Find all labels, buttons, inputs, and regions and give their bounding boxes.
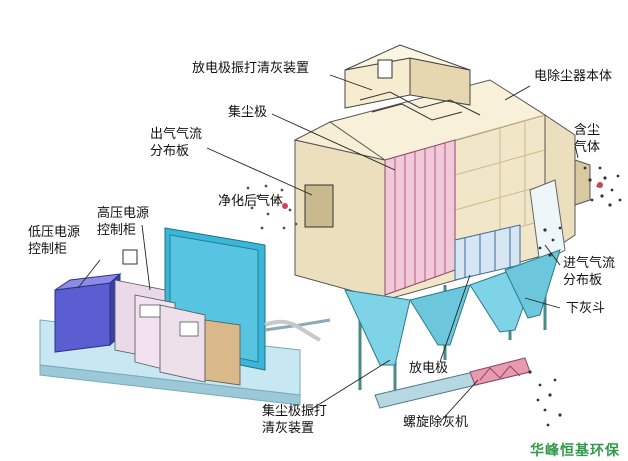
label-hopper: 下灰斗	[566, 301, 606, 316]
label-hv-control: 高压电源 控制柜	[97, 206, 150, 238]
dusty-gas-arrow-dot	[597, 182, 603, 188]
hv-cabinets	[114, 279, 241, 386]
dusty-gas-particles	[528, 166, 622, 427]
floor-edge	[39, 364, 301, 406]
wall-box	[122, 249, 138, 265]
screw-conveyor-shape	[374, 357, 531, 409]
cable-duct	[264, 319, 321, 342]
leader-lines	[77, 74, 579, 423]
inlet-nozzle	[574, 159, 591, 206]
inlet-distributor-plate	[529, 179, 566, 266]
hoppers	[344, 249, 561, 366]
label-inlet-flow-distributor: 进气气流 分布板	[563, 256, 616, 288]
watermark: 华峰恒基环保	[530, 443, 620, 459]
label-discharge-electrode: 放电极	[409, 361, 449, 376]
label-lv-control: 低压电源 控制柜	[28, 225, 81, 257]
top-rapping-device	[344, 44, 481, 121]
label-precipitator-body: 电除尘器本体	[534, 69, 613, 84]
clean-gas-particles	[240, 184, 298, 230]
label-clean-gas: 净化后气体	[218, 194, 284, 209]
label-collecting-electrode: 集尘极	[228, 105, 268, 120]
collecting-plates	[384, 139, 456, 296]
power-cable	[264, 318, 331, 332]
label-dusty-gas: 含尘 气体	[574, 123, 601, 155]
label-screw-conveyor: 螺旋除灰机	[403, 415, 469, 430]
lv-cabinet	[54, 272, 122, 353]
label-discharge-rapping: 放电极振打清灰装置	[192, 61, 310, 76]
label-collecting-rapping: 集尘极振打 清灰装置	[262, 404, 328, 436]
label-outlet-flow-distributor: 出气气流 分布板	[150, 127, 203, 159]
clean-gas-arrow-dot	[282, 203, 288, 209]
outlet-distributor-plate	[304, 184, 334, 228]
